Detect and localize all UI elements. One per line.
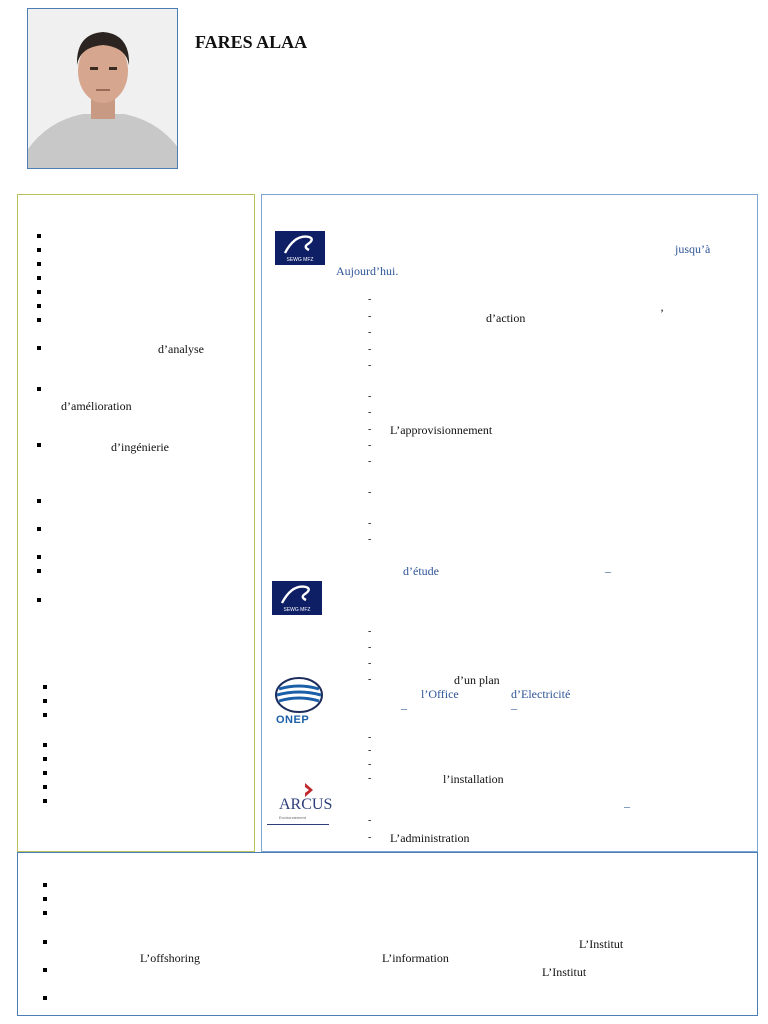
list-bullet <box>37 598 41 602</box>
text-installation: l’installation <box>443 772 504 786</box>
sewg-caption-2: SEWG MFZ <box>283 607 311 613</box>
list-dash: - <box>368 642 372 653</box>
list-bullet <box>37 318 41 322</box>
text-information: L’information <box>382 951 449 965</box>
list-dash: - <box>368 674 372 685</box>
text-electricite: d’Electricité <box>511 687 571 701</box>
list-dash: - <box>368 534 372 545</box>
skill-amelioration: d’amélioration <box>61 399 132 413</box>
onep-wordmark: ONEP <box>276 714 310 726</box>
sewg-logo-2: SEWG MFZ <box>272 581 322 615</box>
list-bullet <box>37 499 41 503</box>
arcus-logo: ARCUS Environnement <box>267 782 333 826</box>
list-bullet <box>43 883 47 887</box>
text-etude: d’étude <box>403 564 439 578</box>
text-office: l’Office <box>421 687 459 701</box>
list-bullet <box>37 443 41 447</box>
list-bullet <box>43 940 47 944</box>
list-dash: - <box>368 658 372 669</box>
list-bullet <box>37 555 41 559</box>
list-dash: - <box>368 456 372 467</box>
list-bullet <box>37 262 41 266</box>
list-bullet <box>43 713 47 717</box>
text-institut-1: L’Institut <box>579 937 624 951</box>
separator-dash-4: – <box>624 799 630 813</box>
list-dash: - <box>368 391 372 402</box>
list-dash: - <box>368 487 372 498</box>
list-bullet <box>37 527 41 531</box>
skill-ingenierie: d’ingénierie <box>111 440 169 454</box>
list-bullet <box>37 248 41 252</box>
list-bullet <box>43 771 47 775</box>
onep-logo: ONEP <box>273 677 327 727</box>
sewg-logo: SEWG MFZ <box>275 231 325 265</box>
list-dash: - <box>368 344 372 355</box>
arcus-subtitle: Environnement <box>279 815 306 820</box>
list-dash: - <box>368 440 372 451</box>
arcus-chevron-icon <box>305 783 313 797</box>
separator-dash-2: – <box>401 701 407 715</box>
text-administration: L’administration <box>390 831 470 845</box>
list-dash: - <box>368 360 372 371</box>
list-dash: - <box>368 294 372 305</box>
list-bullet <box>43 968 47 972</box>
list-dash: - <box>368 518 372 529</box>
list-bullet <box>43 685 47 689</box>
arcus-wordmark: ARCUS <box>279 796 333 813</box>
list-dash: - <box>368 626 372 637</box>
person-photo-icon <box>28 9 177 168</box>
text-action: d’action <box>486 311 526 325</box>
sewg-swoosh-icon <box>283 235 313 254</box>
list-bullet <box>43 757 47 761</box>
list-dash: - <box>368 759 372 770</box>
arcus-underline <box>267 824 329 825</box>
list-bullet <box>37 290 41 294</box>
list-bullet <box>43 699 47 703</box>
education-panel <box>17 852 758 1016</box>
period-end: Aujourd’hui. <box>336 264 399 278</box>
list-dash: - <box>368 832 372 843</box>
list-bullet <box>43 897 47 901</box>
onep-globe-icon <box>275 677 323 713</box>
experience-panel <box>261 194 758 852</box>
list-bullet <box>37 569 41 573</box>
list-bullet <box>37 387 41 391</box>
list-dash: - <box>368 407 372 418</box>
list-dash: - <box>368 745 372 756</box>
separator-dash-1: – <box>605 564 611 578</box>
text-offshoring: L’offshoring <box>140 951 200 965</box>
sewg-caption: SEWG MFZ <box>286 257 314 263</box>
list-bullet <box>37 234 41 238</box>
text-apostrophe: ’ <box>660 306 664 320</box>
list-bullet <box>43 799 47 803</box>
period-start: jusqu’à <box>675 242 711 256</box>
skill-analyse: d’analyse <box>158 342 204 356</box>
profile-photo <box>27 8 178 169</box>
list-bullet <box>37 346 41 350</box>
text-approvisionnement: L’approvisionnement <box>390 423 493 437</box>
list-bullet <box>43 785 47 789</box>
list-bullet <box>37 276 41 280</box>
list-dash: - <box>368 311 372 322</box>
candidate-name: FARES ALAA <box>195 32 308 52</box>
left-column-panel <box>17 194 255 852</box>
list-bullet <box>43 996 47 1000</box>
list-bullet <box>43 743 47 747</box>
separator-dash-3: – <box>511 701 517 715</box>
list-bullet <box>37 304 41 308</box>
list-dash: - <box>368 732 372 743</box>
list-dash: - <box>368 815 372 826</box>
sewg-swoosh-icon <box>280 585 310 604</box>
list-dash: - <box>368 773 372 784</box>
list-bullet <box>43 911 47 915</box>
text-plan: d’un plan <box>454 673 500 687</box>
text-institut-2: L’Institut <box>542 965 587 979</box>
list-dash: - <box>368 424 372 435</box>
list-dash: - <box>368 327 372 338</box>
